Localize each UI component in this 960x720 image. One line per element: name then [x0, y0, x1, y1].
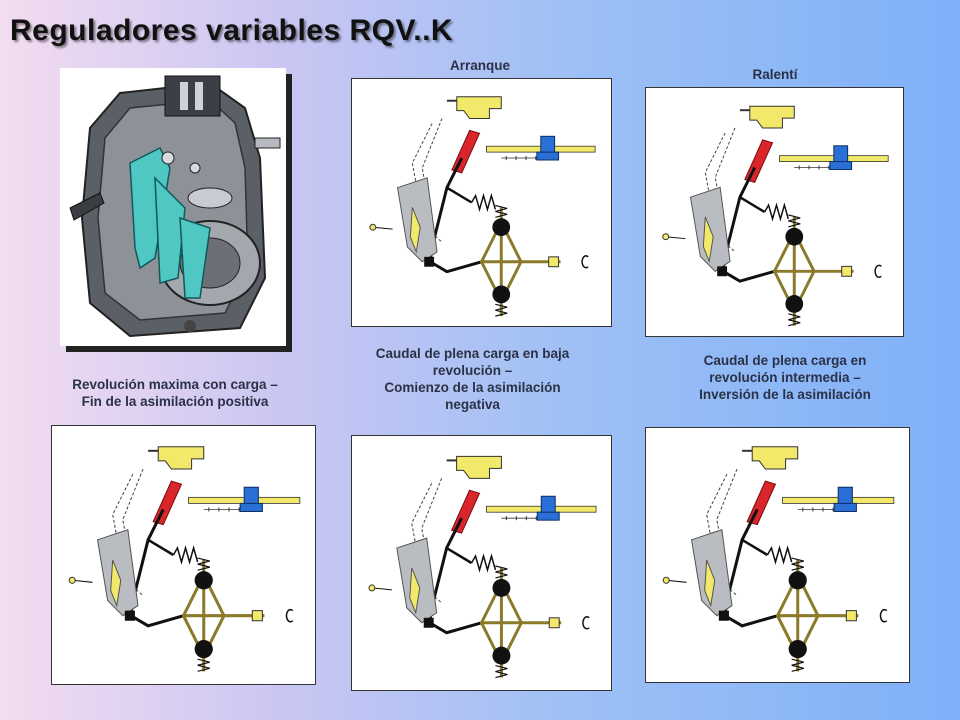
label-revolucion-maxima: Revolución maxima con carga – Fin de la … — [72, 377, 278, 409]
label-arranque: Arranque — [449, 58, 510, 73]
diagram-revolucion-maxima — [51, 425, 316, 685]
mechanism-diagram — [368, 455, 597, 679]
label-ralenti: Ralentí — [752, 67, 798, 82]
label-revolucion-intermedia: Caudal de plena carga en revolución inte… — [699, 353, 871, 402]
diagram-arranque — [351, 78, 612, 327]
diagram-baja-revolucion — [351, 435, 612, 691]
page-title: Reguladores variables RQV..K — [10, 14, 454, 47]
mechanism-diagram — [68, 446, 301, 672]
photo-regulador — [60, 68, 286, 346]
diagram-revolucion-intermedia — [645, 427, 910, 683]
regulator-cutaway-illustration — [69, 75, 281, 338]
mechanism-diagram — [662, 446, 895, 672]
mechanism-diagram — [662, 105, 889, 327]
diagram-ralenti — [645, 87, 904, 337]
mechanism-diagram — [369, 96, 596, 317]
label-baja-revolucion: Caudal de plena carga en baja revolución… — [375, 346, 570, 412]
